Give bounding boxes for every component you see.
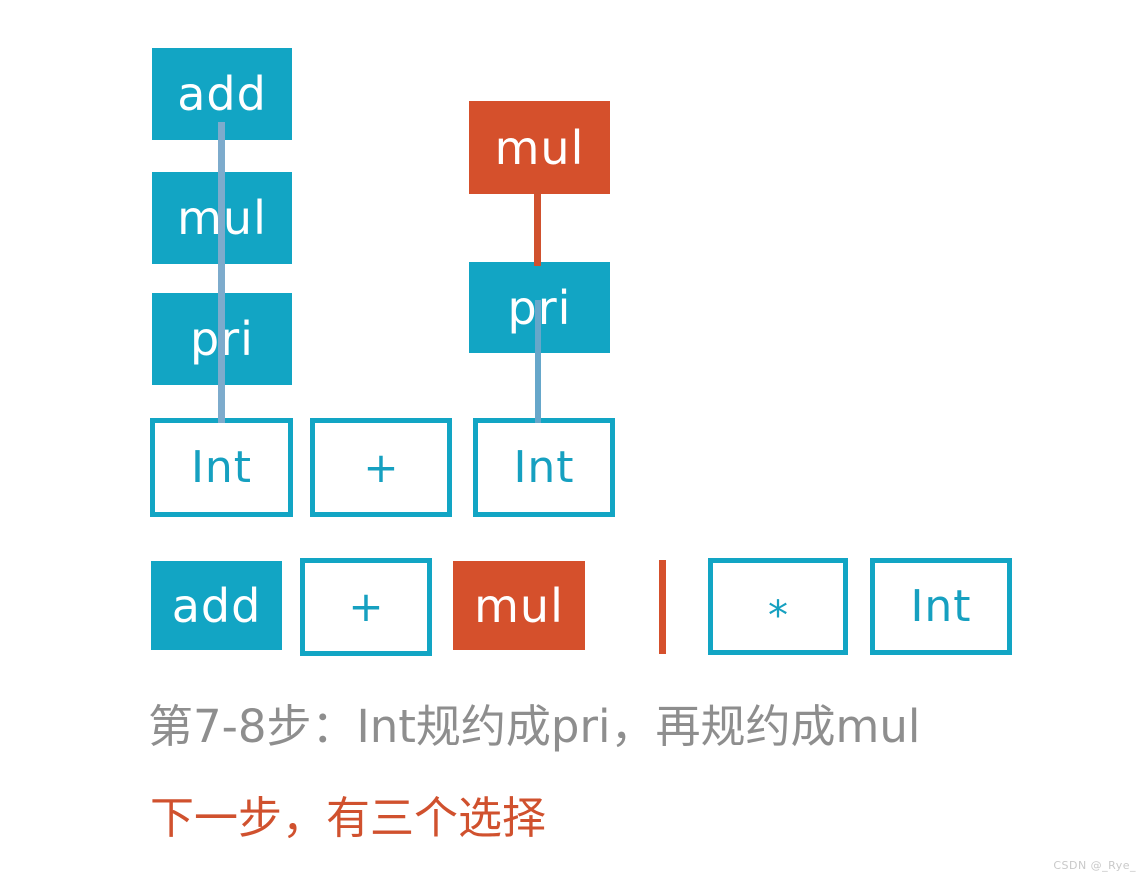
connector-pri-to-int (535, 300, 541, 423)
lookahead-node-star-label: * (768, 592, 788, 639)
stack-node-plus-label: + (348, 582, 384, 631)
lookahead-node-int: Int (870, 558, 1012, 655)
tree-node-int-left-label: Int (190, 441, 253, 493)
stack-node-add: add (151, 561, 282, 650)
stack-node-add-label: add (171, 578, 262, 633)
tree-node-int-right: Int (473, 418, 615, 517)
stack-divider-bar (659, 560, 666, 654)
lookahead-node-star: * (708, 558, 848, 655)
stack-node-plus: + (300, 558, 432, 656)
tree-node-mul-right-label: mul (494, 120, 585, 175)
connector-mul-to-pri (534, 190, 541, 266)
tree-node-plus-terminal-label: + (363, 442, 399, 492)
watermark: CSDN @_Rye_ (1053, 859, 1136, 872)
caption-step: 第7-8步：Int规约成pri，再规约成mul (148, 700, 921, 753)
lookahead-node-int-label: Int (910, 580, 972, 632)
tree-node-add-label: add (177, 67, 267, 121)
tree-node-mul-right: mul (469, 101, 610, 194)
stack-node-mul: mul (453, 561, 585, 650)
tree-node-int-left: Int (150, 418, 293, 517)
tree-node-int-right-label: Int (513, 441, 575, 493)
connector-left-column (218, 122, 225, 423)
tree-node-plus-terminal: + (310, 418, 452, 517)
caption-next: 下一步，有三个选择 (150, 793, 546, 844)
stack-node-mul-label: mul (474, 578, 564, 633)
